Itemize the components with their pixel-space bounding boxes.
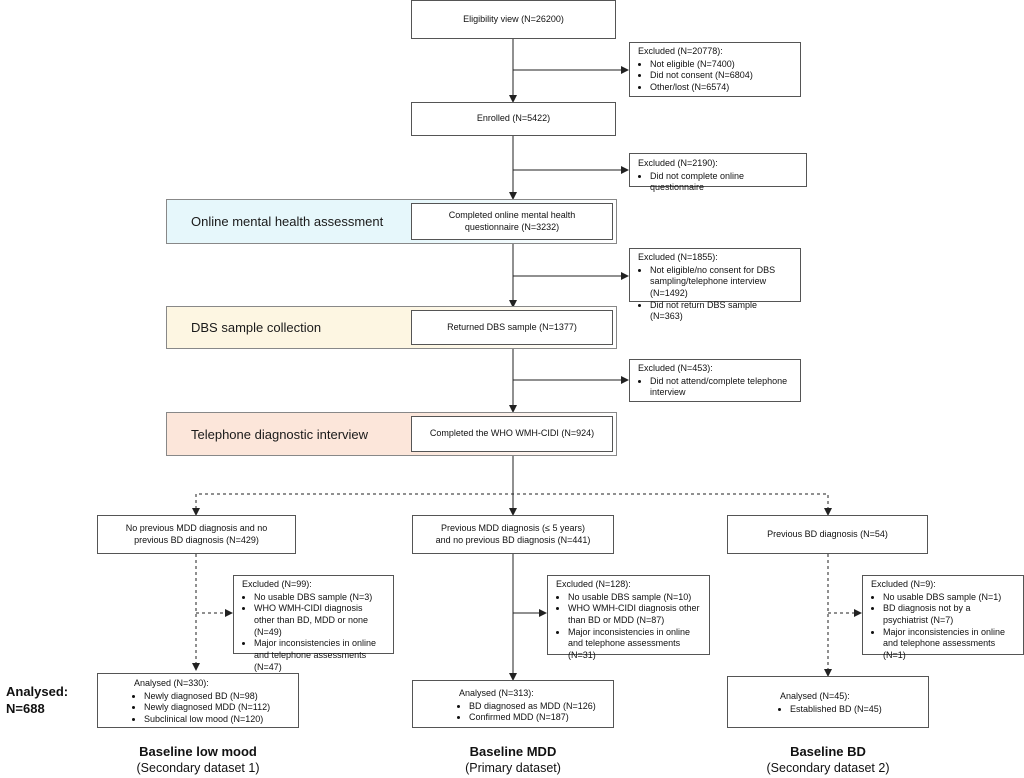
stage-telephone-label: Telephone diagnostic interview (191, 426, 369, 442)
lowmood-excluded-title: Excluded (N=99): (242, 579, 312, 589)
completed-online-box: Completed online mental health questionn… (411, 203, 613, 240)
list-item: Not eligible/no consent for DBS sampling… (650, 265, 792, 300)
excluded1-title: Excluded (N=20778): (638, 46, 723, 56)
eligibility-text: Eligibility view (N=26200) (463, 13, 564, 24)
completed-cidi-text: Completed the WHO WMH-CIDI (N=924) (429, 428, 595, 439)
list-item: Newly diagnosed MDD (N=112) (144, 702, 290, 714)
mdd-analysed-list: BD diagnosed as MDD (N=126) Confirmed MD… (459, 701, 605, 724)
list-item: WHO WMH-CIDI diagnosis other than BD or … (568, 603, 701, 626)
bd-dataset-subtitle: (Secondary dataset 2) (766, 761, 890, 775)
list-item: Not eligible (N=7400) (650, 59, 792, 71)
lowmood-dataset-subtitle: (Secondary dataset 1) (136, 761, 260, 775)
excluded3-box: Excluded (N=1855): Not eligible/no conse… (629, 248, 801, 321)
excluded4-title: Excluded (N=453): (638, 363, 713, 373)
enrolled-text: Enrolled (N=5422) (476, 113, 551, 124)
list-item: No usable DBS sample (N=10) (568, 592, 701, 604)
list-item: Major inconsistencies in online and tele… (254, 638, 385, 673)
list-item: Did not consent (N=6804) (650, 70, 792, 82)
bd-dataset-title: Baseline BD (790, 744, 866, 759)
mdd-analysed-box: Analysed (N=313): BD diagnosed as MDD (N… (412, 680, 614, 728)
list-item: Major inconsistencies in online and tele… (568, 627, 701, 662)
dashed-split-line (195, 493, 829, 515)
bd-group-box: Previous BD diagnosis (N=54) (727, 515, 928, 554)
excluded2-box: Excluded (N=2190): Did not complete onli… (629, 153, 807, 192)
returned-dbs-box: Returned DBS sample (N=1377) (411, 310, 613, 345)
lowmood-excluded-list: No usable DBS sample (N=3) WHO WMH-CIDI … (242, 592, 385, 674)
mdd-dataset-title: Baseline MDD (469, 744, 557, 759)
list-item: No usable DBS sample (N=3) (254, 592, 385, 604)
mdd-dataset-subtitle: (Primary dataset) (465, 761, 561, 775)
lowmood-analysed-list: Newly diagnosed BD (N=98) Newly diagnose… (134, 691, 290, 726)
completed-cidi-box: Completed the WHO WMH-CIDI (N=924) (411, 416, 613, 452)
list-item: No usable DBS sample (N=1) (883, 592, 1015, 604)
list-item: Newly diagnosed BD (N=98) (144, 691, 290, 703)
list-item: BD diagnosis not by a psychiatrist (N=7) (883, 603, 1015, 626)
mdd-group-text: Previous MDD diagnosis (≤ 5 years) and n… (435, 522, 591, 545)
bd-excluded-list: No usable DBS sample (N=1) BD diagnosis … (871, 592, 1015, 662)
excluded4-list: Did not attend/complete telephone interv… (638, 376, 792, 399)
list-item: WHO WMH-CIDI diagnosis other than BD, MD… (254, 603, 385, 638)
lowmood-group-text: No previous MDD diagnosis and no previou… (125, 522, 268, 545)
lowmood-dataset-title: Baseline low mood (139, 744, 257, 759)
bd-excluded-title: Excluded (N=9): (871, 579, 936, 589)
enrolled-box: Enrolled (N=5422) (411, 102, 616, 136)
excluded3-list: Not eligible/no consent for DBS sampling… (638, 265, 792, 323)
stage-dbs-label: DBS sample collection (191, 320, 322, 335)
mdd-analysed-title: Analysed (N=313): (459, 688, 534, 698)
bd-analysed-list: Established BD (N=45) (780, 704, 920, 716)
analysed-total-label: Analysed: N=688 (6, 684, 68, 718)
excluded2-title: Excluded (N=2190): (638, 158, 718, 168)
lowmood-analysed-box: Analysed (N=330): Newly diagnosed BD (N=… (97, 673, 299, 728)
list-item: BD diagnosed as MDD (N=126) (469, 701, 605, 713)
completed-online-text: Completed online mental health questionn… (448, 209, 576, 232)
list-item: Established BD (N=45) (790, 704, 920, 716)
lowmood-analysed-title: Analysed (N=330): (134, 678, 209, 688)
eligibility-box: Eligibility view (N=26200) (411, 0, 616, 39)
list-item: Other/lost (N=6574) (650, 82, 792, 94)
lowmood-excluded-box: Excluded (N=99): No usable DBS sample (N… (233, 575, 394, 672)
list-item: Did not return DBS sample (N=363) (650, 300, 792, 323)
analysed-total-line2: N=688 (6, 700, 45, 716)
bd-excluded-box: Excluded (N=9): No usable DBS sample (N=… (862, 575, 1024, 660)
excluded2-list: Did not complete online questionnaire (638, 171, 798, 194)
excluded1-list: Not eligible (N=7400) Did not consent (N… (638, 59, 792, 94)
list-item: Did not complete online questionnaire (650, 171, 798, 194)
bd-group-text: Previous BD diagnosis (N=54) (767, 528, 888, 539)
stage-online-label: Online mental health assessment (191, 214, 384, 229)
mdd-excluded-list: No usable DBS sample (N=10) WHO WMH-CIDI… (556, 592, 701, 662)
excluded3-title: Excluded (N=1855): (638, 252, 718, 262)
excluded1-box: Excluded (N=20778): Not eligible (N=7400… (629, 42, 801, 97)
list-item: Subclinical low mood (N=120) (144, 714, 290, 726)
lowmood-group-box: No previous MDD diagnosis and no previou… (97, 515, 296, 554)
bd-analysed-title: Analysed (N=45): (780, 691, 850, 701)
list-item: Major inconsistencies in online and tele… (883, 627, 1015, 662)
list-item: Did not attend/complete telephone interv… (650, 376, 792, 399)
mdd-excluded-box: Excluded (N=128): No usable DBS sample (… (547, 575, 710, 660)
list-item: Confirmed MDD (N=187) (469, 712, 605, 724)
mdd-excluded-title: Excluded (N=128): (556, 579, 631, 589)
returned-dbs-text: Returned DBS sample (N=1377) (447, 321, 577, 332)
excluded4-box: Excluded (N=453): Did not attend/complet… (629, 359, 801, 402)
bd-analysed-box: Analysed (N=45): Established BD (N=45) (727, 676, 929, 728)
mdd-group-box: Previous MDD diagnosis (≤ 5 years) and n… (412, 515, 614, 554)
analysed-total-line1: Analysed: (6, 684, 69, 699)
